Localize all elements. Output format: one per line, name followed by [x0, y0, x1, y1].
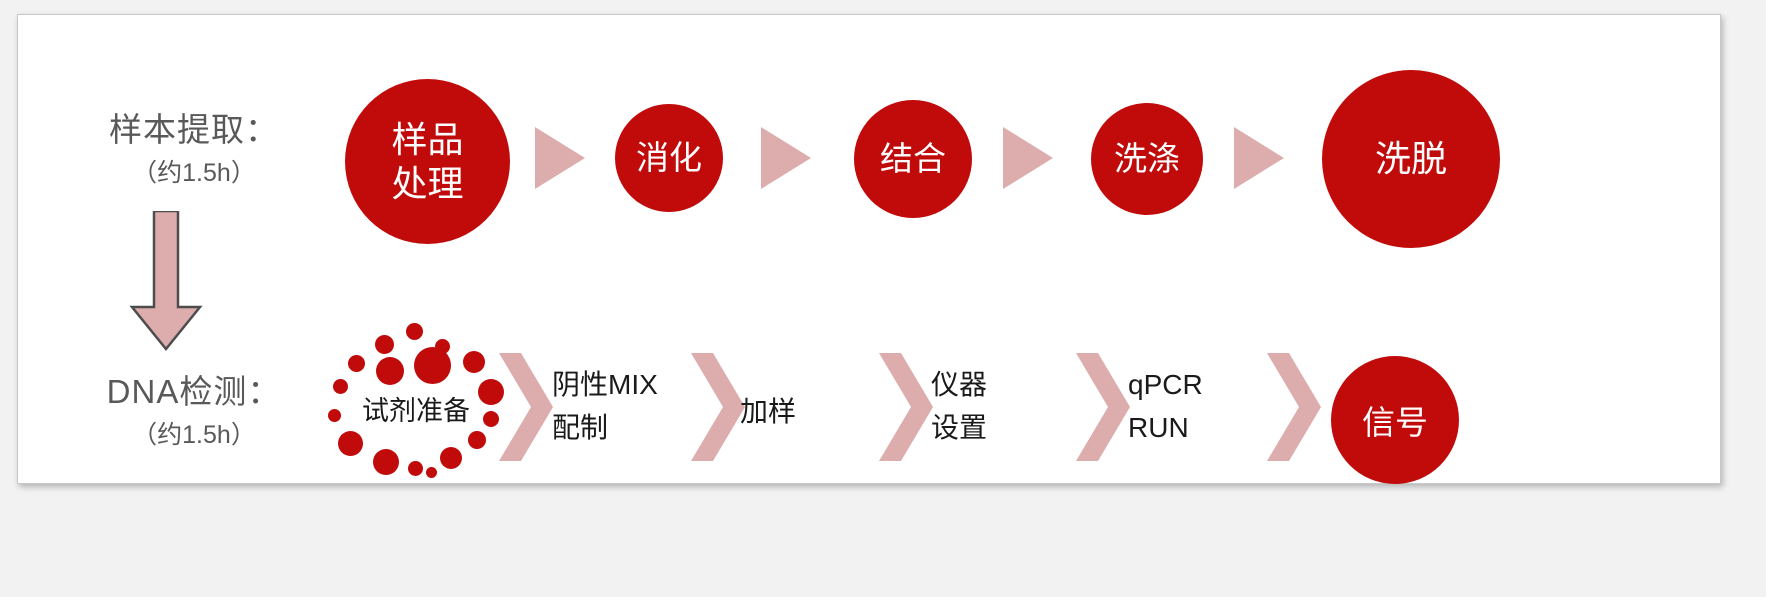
step-label-line2: 设置: [931, 412, 988, 444]
step-circle-digestion[interactable]: 消化: [615, 104, 723, 212]
step-circle-label-line1: 样品: [391, 118, 464, 160]
chevron-right-icon: [691, 353, 747, 461]
extraction-label-text: 样本提取：: [109, 111, 279, 148]
step-circle-elution[interactable]: 洗脱: [1322, 70, 1500, 248]
step-circle-binding[interactable]: 结合: [854, 100, 972, 218]
chevron-right-icon: [1267, 353, 1323, 461]
arrow-down-icon: [128, 209, 204, 351]
step-label-reagent-prep: 试剂准备: [362, 396, 470, 426]
step-circle-signal[interactable]: 信号: [1331, 356, 1459, 484]
step-circle-label-line1: 洗脱: [1374, 138, 1447, 180]
step-circle-washing[interactable]: 洗涤: [1091, 103, 1203, 215]
step-label-instrument-setup: 仪器 设置: [931, 363, 987, 450]
step-circle-sample-processing[interactable]: 样品 处理: [345, 79, 510, 244]
extraction-duration-text: （约1.5h）: [132, 158, 256, 187]
step-label-qpcr-run: qPCR RUN: [1128, 363, 1203, 450]
detection-label-text: DNA检测：: [106, 373, 282, 410]
chevron-right-icon: [1076, 353, 1132, 461]
step-circle-label-line2: 处理: [391, 162, 464, 204]
step-circle-label-line1: 洗涤: [1114, 139, 1180, 177]
step-circle-label-line1: 结合: [880, 139, 946, 177]
chevron-right-icon: [499, 353, 555, 461]
step-label-negative-mix: 阴性MIX 配制: [552, 363, 658, 450]
extraction-row-label: 样本提取： （约1.5h）: [64, 111, 324, 187]
step-circle-label-line1: 信号: [1362, 404, 1428, 441]
step-label-line1: qPCR: [1128, 369, 1203, 400]
chevron-right-icon: [879, 353, 935, 461]
step-label-line2: 配制: [552, 412, 609, 444]
triangle-right-icon: [761, 127, 811, 189]
step-circle-label-line1: 消化: [636, 138, 702, 176]
step-label-sample-loading: 加样: [740, 390, 796, 433]
triangle-right-icon: [1003, 127, 1053, 189]
triangle-right-icon: [1234, 127, 1284, 189]
step-label-line1: 仪器: [931, 369, 988, 400]
detection-row-label: DNA检测： （约1.5h）: [64, 373, 324, 449]
detection-duration-text: （约1.5h）: [132, 420, 256, 449]
triangle-right-icon: [535, 127, 585, 189]
dot-ring-icon: [328, 321, 504, 486]
diagram-card: 样本提取： （约1.5h） 样品 处理 消化 结合: [17, 14, 1721, 484]
step-label-line1: 加样: [740, 396, 797, 427]
step-label-line1: 阴性MIX: [552, 369, 658, 400]
step-label-line2: RUN: [1128, 412, 1189, 444]
